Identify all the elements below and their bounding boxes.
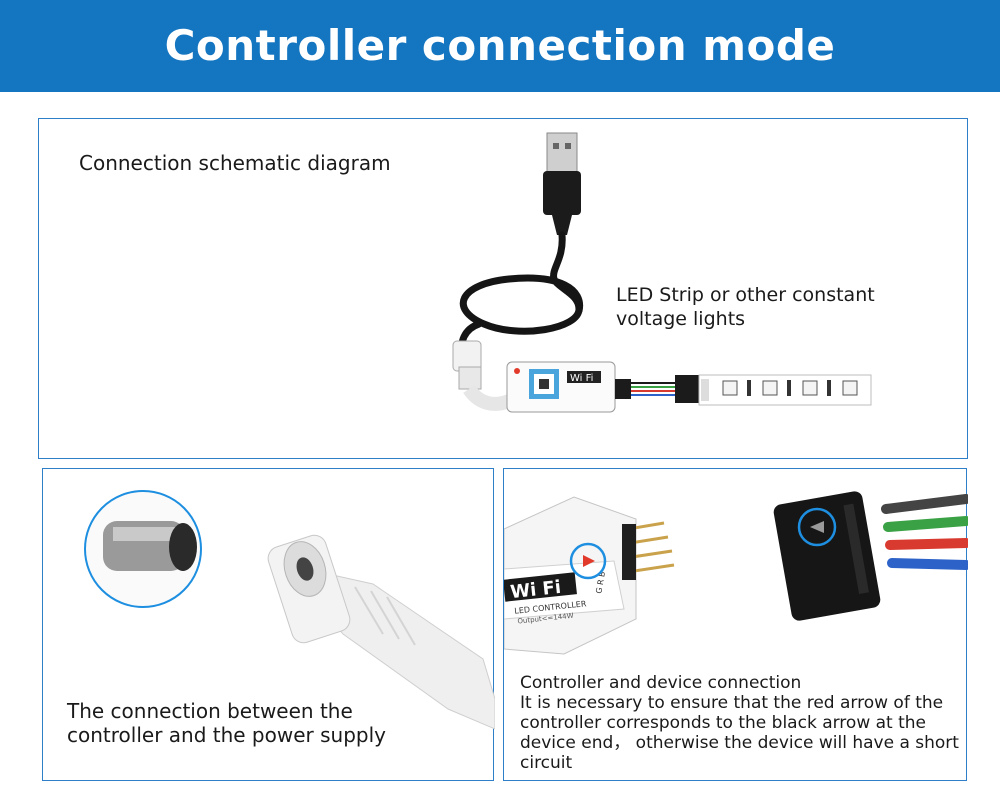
schematic-panel: Connection schematic diagram LED Strip o… xyxy=(38,118,968,459)
led-strip-icon xyxy=(698,374,872,406)
power-caption-line1: The connection between the xyxy=(67,699,353,723)
device-connector-closeup-icon xyxy=(773,491,968,621)
black-arrow-icon xyxy=(810,521,824,533)
power-caption-line2: controller and the power supply xyxy=(67,723,386,747)
device-connection-panel: Wi Fi LED CONTROLLER Output<=144W G R B xyxy=(503,468,968,781)
power-connector-illustration xyxy=(84,490,495,730)
usb-plug-icon xyxy=(543,132,581,235)
controller-badge: Wi Fi xyxy=(570,373,593,384)
device-caption-line3: device end， otherwise the device will ha… xyxy=(520,733,959,753)
page-title: Controller connection mode xyxy=(164,21,836,70)
red-arrow-icon xyxy=(583,555,595,567)
schematic-title: Connection schematic diagram xyxy=(79,151,391,175)
dc-plug-zoom-icon xyxy=(84,490,202,608)
device-caption-line1: It is necessary to ensure that the red a… xyxy=(520,693,944,713)
barrel-jack-icon xyxy=(452,340,512,411)
strip-label-line2: voltage lights xyxy=(616,308,746,330)
closeup-pins: G R B xyxy=(594,571,607,595)
strip-label-line1: LED Strip or other constant xyxy=(616,284,875,306)
cable-coil xyxy=(458,231,584,355)
controller-closeup-icon: Wi Fi LED CONTROLLER Output<=144W G R B xyxy=(504,496,675,655)
device-caption-line4: circuit xyxy=(520,753,573,773)
wifi-controller-icon: Wi Fi xyxy=(506,361,616,413)
device-caption-line2: controller corresponds to the black arro… xyxy=(520,713,927,733)
schematic-illustration: Wi Fi xyxy=(452,132,872,413)
device-wires xyxy=(881,494,968,570)
device-caption-title: Controller and device connection xyxy=(520,673,802,693)
device-connector-illustration: Wi Fi LED CONTROLLER Output<=144W G R B xyxy=(504,491,968,655)
dc-jack-icon xyxy=(267,534,495,730)
power-connection-panel: The connection between the controller an… xyxy=(42,468,495,781)
rgb-wires xyxy=(631,382,675,396)
header-banner: Controller connection mode xyxy=(0,0,1000,92)
